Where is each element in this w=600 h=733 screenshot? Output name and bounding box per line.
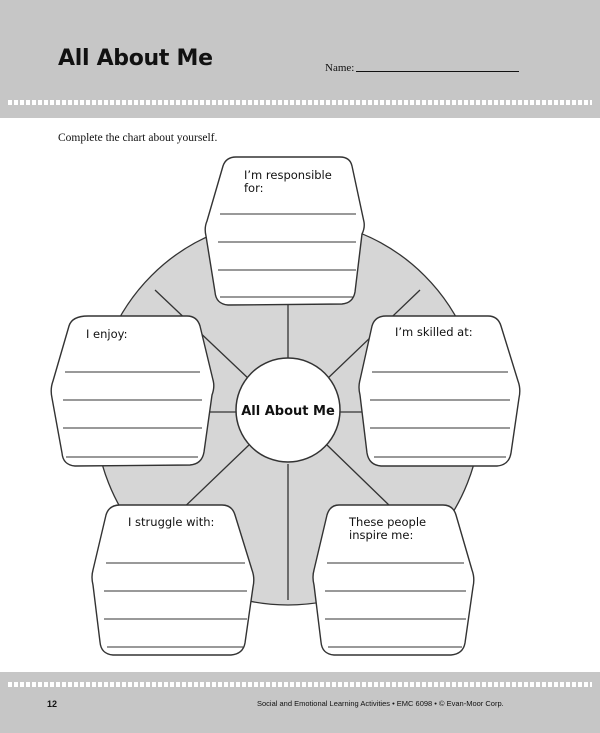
footer-dash-border xyxy=(8,682,592,687)
box-responsible-label-1: I’m responsible xyxy=(244,168,332,182)
box-skilled: I’m skilled at: xyxy=(358,315,521,467)
footer-credit: Social and Emotional Learning Activities… xyxy=(257,699,504,708)
box-enjoy: I enjoy: xyxy=(50,315,215,467)
box-skilled-label: I’m skilled at: xyxy=(395,325,473,339)
center-circle xyxy=(235,357,341,463)
box-inspire-label-1: These people xyxy=(348,515,426,529)
instruction-text: Complete the chart about yourself. xyxy=(58,132,218,144)
header-dash-border xyxy=(8,100,592,105)
page-title: All About Me xyxy=(58,46,213,71)
page-number: 12 xyxy=(47,699,58,709)
page-header xyxy=(0,0,600,118)
box-struggle: I struggle with: xyxy=(91,504,255,656)
box-responsible: I’m responsible for: xyxy=(204,156,365,306)
box-inspire-label-2: inspire me: xyxy=(349,528,413,542)
center-label: All About Me xyxy=(241,404,335,419)
box-struggle-label: I struggle with: xyxy=(128,515,214,529)
name-field-line[interactable] xyxy=(356,71,519,72)
box-responsible-label-2: for: xyxy=(244,181,264,195)
name-label: Name: xyxy=(325,62,355,74)
box-enjoy-label: I enjoy: xyxy=(86,327,128,341)
box-inspire: These people inspire me: xyxy=(312,504,475,656)
